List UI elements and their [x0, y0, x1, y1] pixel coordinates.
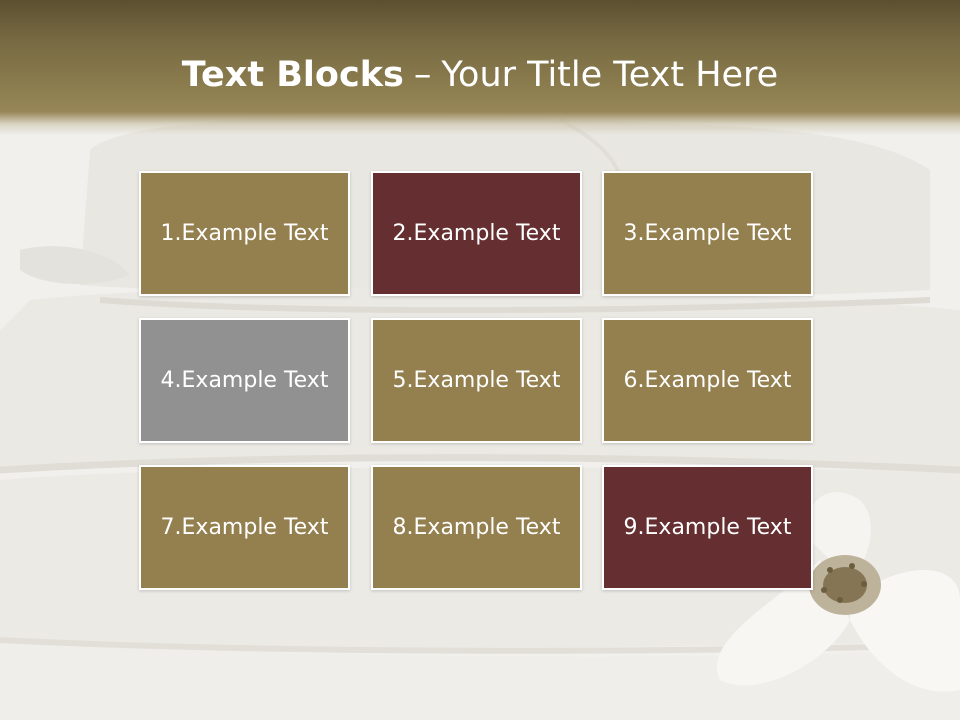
- title-subtitle-part: Your Title Text Here: [441, 55, 779, 95]
- text-block-label: 2.Example Text: [392, 221, 561, 246]
- text-block-label: 9.Example Text: [623, 515, 792, 540]
- title-dash: –: [413, 55, 432, 95]
- text-block-label: 7.Example Text: [160, 515, 329, 540]
- text-block-6[interactable]: 6.Example Text: [602, 318, 813, 443]
- text-block-9[interactable]: 9.Example Text: [602, 465, 813, 590]
- slide-title: Text Blocks–Your Title Text Here: [0, 52, 960, 98]
- text-block-4[interactable]: 4.Example Text: [139, 318, 350, 443]
- text-block-1[interactable]: 1.Example Text: [139, 171, 350, 296]
- text-block-label: 5.Example Text: [392, 368, 561, 393]
- text-block-5[interactable]: 5.Example Text: [371, 318, 582, 443]
- title-bar: [0, 0, 960, 135]
- text-block-7[interactable]: 7.Example Text: [139, 465, 350, 590]
- text-block-3[interactable]: 3.Example Text: [602, 171, 813, 296]
- title-bold-part: Text Blocks: [181, 55, 404, 95]
- text-block-label: 8.Example Text: [392, 515, 561, 540]
- text-block-label: 1.Example Text: [160, 221, 329, 246]
- text-block-label: 3.Example Text: [623, 221, 792, 246]
- text-block-2[interactable]: 2.Example Text: [371, 171, 582, 296]
- text-block-label: 4.Example Text: [160, 368, 329, 393]
- text-block-8[interactable]: 8.Example Text: [371, 465, 582, 590]
- text-block-label: 6.Example Text: [623, 368, 792, 393]
